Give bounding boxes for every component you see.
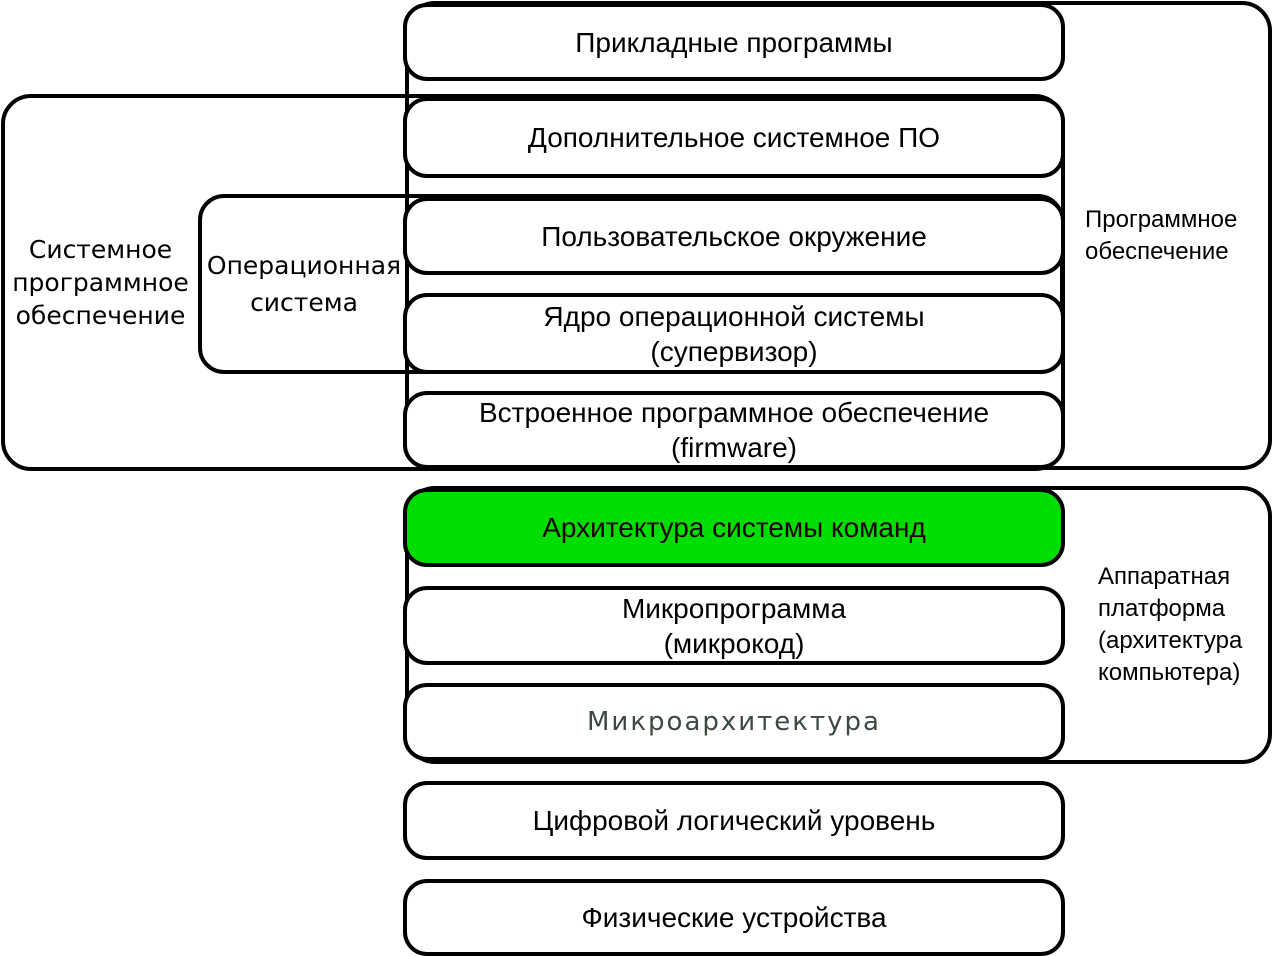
system-software-group-label-line: программное [12, 268, 189, 297]
hardware-platform-group-label-line: компьютера) [1098, 659, 1241, 686]
level-label: Микроархитектура [587, 706, 881, 737]
level-label: Физические устройства [581, 902, 887, 933]
software-group-label-line: обеспечение [1085, 237, 1229, 265]
operating-system-group-label-line: Операционная [206, 251, 402, 280]
level-label: Архитектура системы команд [542, 512, 926, 543]
level-box-microarchitecture: Микроархитектура [403, 683, 1065, 761]
system-software-group-label: Системное программное обеспечение [1, 94, 200, 471]
level-label: Ядро операционной системы [543, 300, 925, 332]
level-label: Прикладные программы [575, 26, 893, 58]
level-label: Цифровой логический уровень [532, 805, 936, 836]
level-box-application-programs: Прикладные программы [403, 3, 1065, 81]
system-software-group-label-line: обеспечение [15, 301, 186, 330]
software-group-label: Программное обеспечение [1085, 1, 1268, 470]
level-box-digital-logic-level: Цифровой логический уровень [403, 781, 1065, 860]
level-box-firmware: Встроенное программное обеспечение (firm… [403, 391, 1065, 469]
level-label: Пользовательское окружение [541, 220, 927, 252]
hardware-platform-group-label-line: платформа [1098, 595, 1226, 622]
operating-system-group-label: Операционная система [198, 194, 410, 374]
level-sublabel: (firmware) [671, 432, 797, 463]
level-label: Дополнительное системное ПО [527, 122, 941, 153]
level-box-os-kernel: Ядро операционной системы (супервизор) [403, 293, 1065, 374]
operating-system-group-label-line: система [250, 288, 358, 317]
level-sublabel: (микрокод) [663, 627, 805, 659]
hardware-platform-group-label-line: Аппаратная [1098, 563, 1231, 590]
software-group-label-line: Программное [1085, 205, 1238, 233]
level-box-additional-system-software: Дополнительное системное ПО [403, 97, 1065, 178]
hardware-platform-group-label-line: (архитектура [1098, 627, 1243, 654]
level-box-instruction-set-architecture: Архитектура системы команд [403, 488, 1065, 567]
level-label: Микропрограмма [621, 592, 847, 624]
level-box-microprogram: Микропрограмма (микрокод) [403, 586, 1065, 665]
level-box-user-environment: Пользовательское окружение [403, 197, 1065, 275]
level-label: Встроенное программное обеспечение [478, 397, 990, 428]
level-sublabel: (супервизор) [650, 335, 818, 367]
system-software-group-label-line: Системное [28, 235, 173, 264]
hardware-platform-group-label: Аппаратная платформа (архитектура компью… [1098, 486, 1270, 764]
level-box-physical-devices: Физические устройства [403, 879, 1065, 956]
